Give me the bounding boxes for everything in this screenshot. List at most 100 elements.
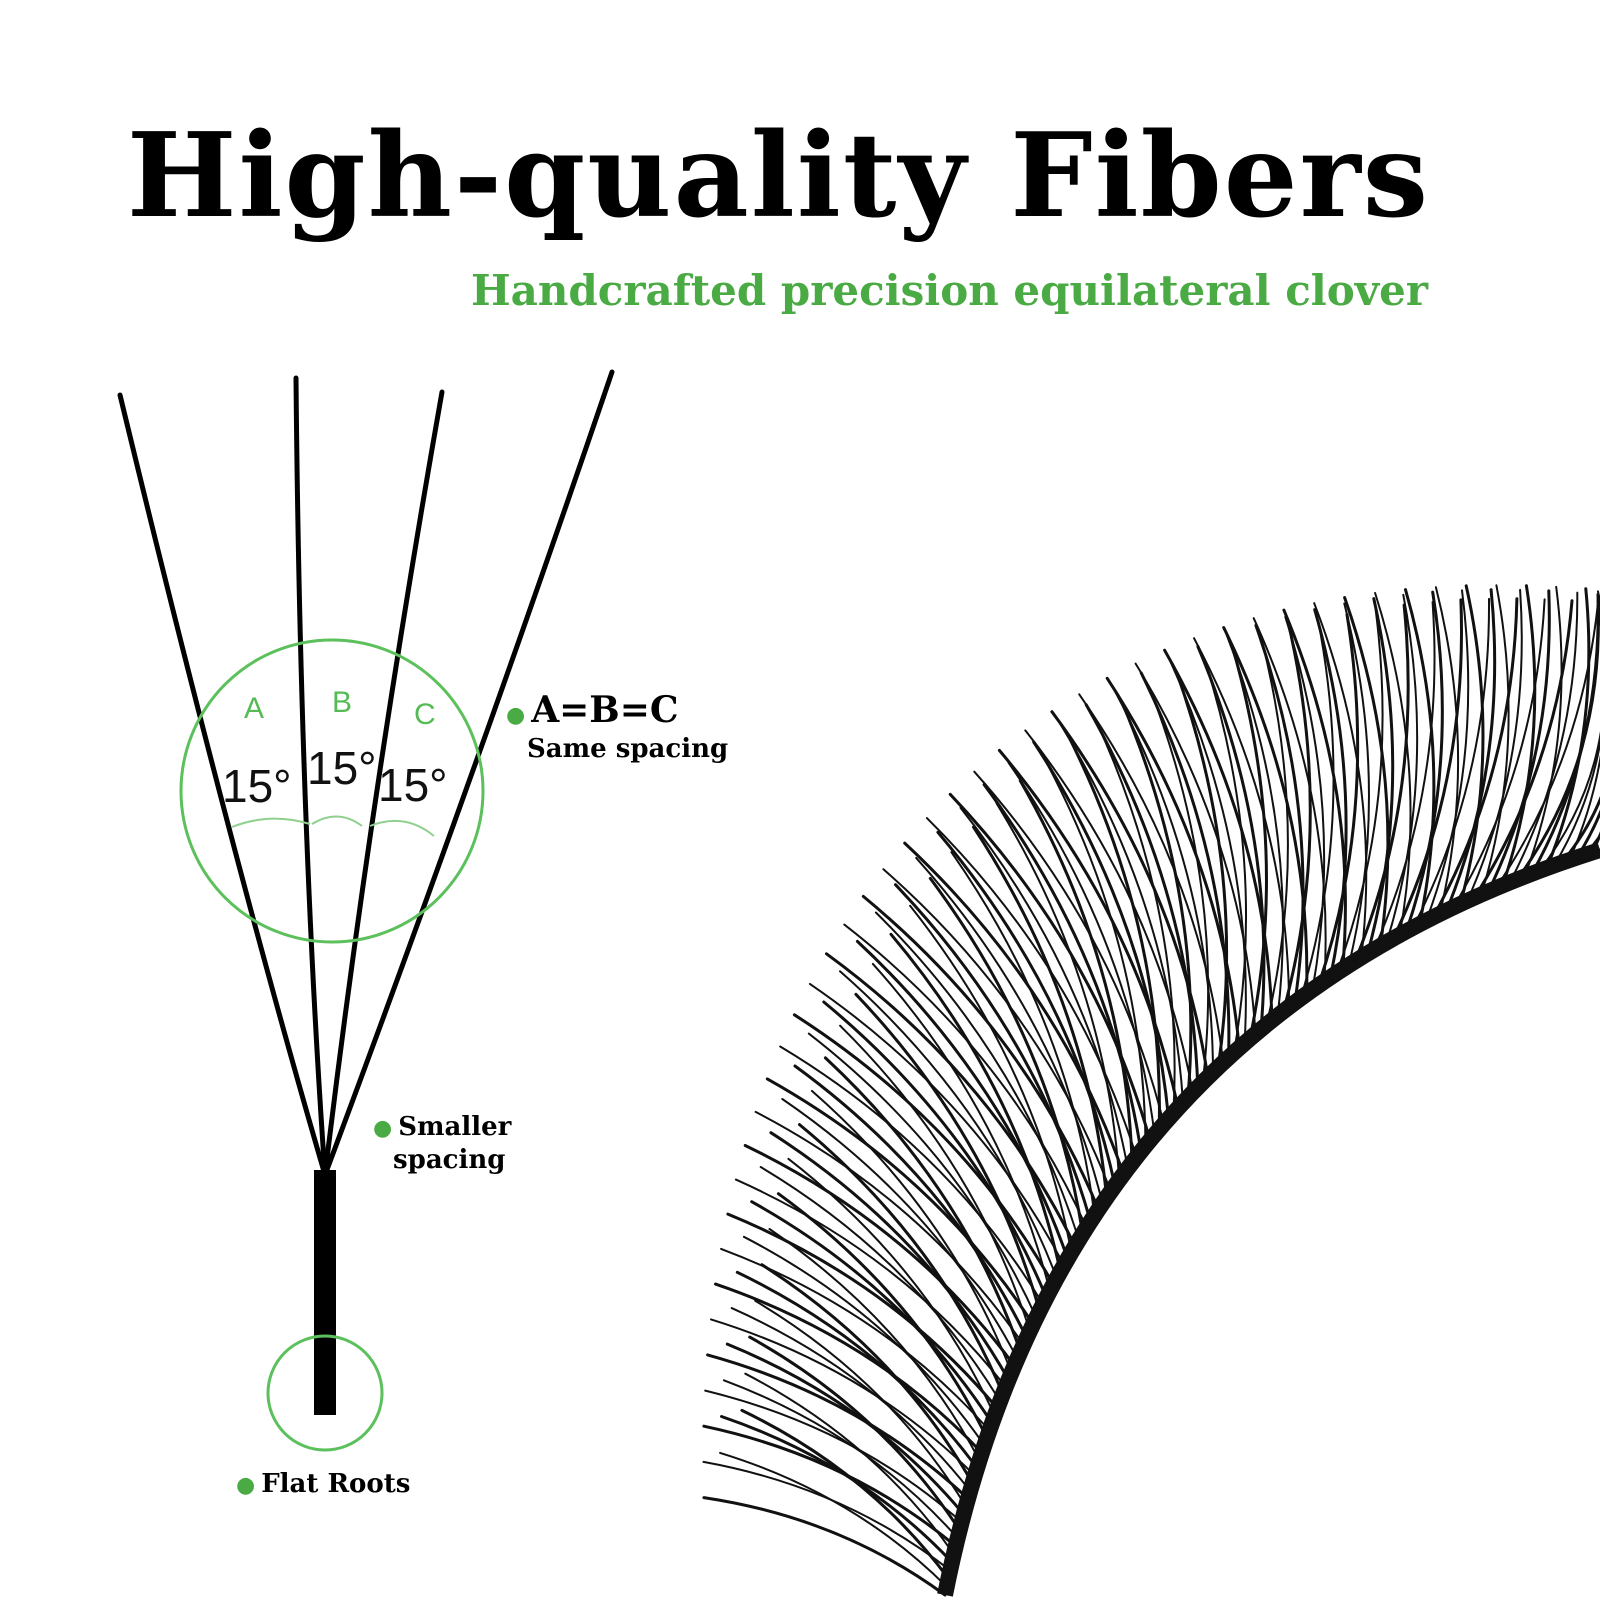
lash-fiber	[1134, 662, 1257, 1035]
lash-fiber	[1260, 637, 1289, 1026]
lash-fiber	[776, 1192, 989, 1440]
lash-fiber	[792, 1013, 1055, 1286]
lash-fiber	[1523, 585, 1563, 878]
lash-fiber	[1494, 602, 1599, 890]
fiber-1	[117, 392, 328, 1178]
lash-fiber	[702, 1424, 958, 1548]
lash-fiber	[1374, 592, 1412, 936]
lash-fiber	[822, 1000, 1048, 1300]
lash-fiber	[1163, 648, 1274, 1022]
lash-fiber	[1545, 587, 1591, 870]
lash-fiber	[1078, 693, 1225, 1064]
lash-fiber	[1508, 591, 1579, 884]
lash-fiber	[1284, 615, 1326, 991]
same-spacing-title: ●A=B=C	[506, 689, 679, 731]
lash-fiber	[1313, 602, 1368, 959]
angle-a: 15°	[222, 760, 292, 812]
lash-fiber	[1231, 647, 1268, 1040]
lash-fiber	[936, 830, 1117, 1188]
lash-fiber	[1575, 600, 1600, 859]
lash-fiber	[798, 1123, 1005, 1396]
angle-circle	[179, 638, 485, 944]
lash-fiber	[1043, 758, 1147, 1147]
bullet-icon: ●	[236, 1472, 256, 1498]
lash-fiber	[839, 1024, 1031, 1333]
lash-fiber	[1434, 586, 1460, 915]
lash-fiber	[1431, 597, 1519, 919]
lash-fiber	[950, 851, 1096, 1217]
same-spacing-desc: Same spacing	[527, 734, 729, 764]
lash-fiber	[706, 1353, 970, 1501]
lash-fiber	[871, 962, 1051, 1292]
lash-fiber	[1568, 590, 1600, 862]
lash-fiber	[1196, 645, 1266, 1031]
lash-fiber	[1538, 608, 1600, 872]
lash-fiber	[1007, 761, 1156, 1136]
lash-fiber	[1445, 588, 1497, 913]
lash-fiber	[1316, 613, 1360, 987]
lash-fiber	[928, 876, 1085, 1236]
lash-fiber	[823, 1056, 1022, 1354]
lash-fiber	[734, 1178, 1007, 1388]
angle-c: 15°	[378, 759, 448, 811]
lash-fiber	[1254, 623, 1305, 1004]
lash-fiber	[1452, 598, 1546, 909]
lash-fiber	[1203, 659, 1247, 1054]
lash-fiber	[793, 1064, 1029, 1340]
lash-fiber	[760, 1263, 974, 1485]
lash-fiber	[982, 783, 1143, 1153]
fiber-fan-diagram	[117, 369, 615, 1415]
bullet-icon: ●	[373, 1115, 393, 1141]
lash-fiber	[1095, 719, 1176, 1115]
lash-fiber	[1472, 599, 1574, 900]
lash-fiber	[1282, 608, 1347, 971]
lash-fiber	[1480, 584, 1510, 896]
lash-fiber	[769, 1131, 1011, 1382]
lash-fiber	[1018, 779, 1134, 1165]
page-subtitle: Handcrafted precision equilateral clover	[471, 266, 1428, 315]
lash-fiber	[750, 1200, 994, 1425]
lash-fiber	[1353, 603, 1410, 963]
lash-fiber	[1105, 676, 1241, 1050]
lash-fiber	[1225, 634, 1284, 1017]
smaller-spacing-label: ●Smaller	[373, 1112, 512, 1142]
flat-roots-label: ●Flat Roots	[236, 1469, 411, 1499]
lash-fiber	[754, 1110, 1025, 1346]
lash-band	[937, 842, 1600, 1597]
lash-fiber	[861, 894, 1100, 1211]
lash-fiber	[1501, 584, 1537, 887]
lash-fiber	[948, 792, 1152, 1142]
fiber-4	[322, 369, 615, 1178]
lash-fiber	[825, 952, 1077, 1248]
lash-fiber	[1112, 687, 1214, 1074]
lash-fiber	[1372, 601, 1436, 951]
letter-a: A	[244, 692, 264, 725]
lash-fiber	[1281, 627, 1312, 1013]
lash-fiber	[1168, 658, 1247, 1045]
lash-fiber	[1222, 626, 1309, 996]
lash-fiber	[1024, 729, 1194, 1094]
lash-fiber	[781, 1098, 1019, 1360]
lash-fiber	[925, 817, 1138, 1158]
letter-b: B	[332, 686, 352, 719]
lash-fiber	[1058, 721, 1184, 1104]
lash-fiber	[765, 1077, 1035, 1326]
lash-fiber	[839, 970, 1058, 1279]
lash-fiber	[1343, 602, 1370, 967]
lash-fiber	[1385, 593, 1419, 944]
fiber-3	[322, 389, 445, 1178]
smaller-spacing-label-2: spacing	[393, 1145, 506, 1175]
lash-fiber	[1299, 620, 1335, 1000]
lash-fiber	[1425, 589, 1470, 922]
lash-fiber	[1139, 671, 1231, 1059]
lash-fiber	[1560, 611, 1600, 865]
lash-fiber	[726, 1212, 999, 1410]
lash-fiber	[1458, 584, 1485, 906]
lash-fiber	[1193, 637, 1291, 1008]
lash-fiber	[1121, 702, 1193, 1100]
lash-fiber	[973, 770, 1165, 1125]
lash-fiber	[1050, 710, 1210, 1079]
angle-arcs	[231, 815, 435, 837]
bullet-icon: ●	[506, 702, 526, 728]
